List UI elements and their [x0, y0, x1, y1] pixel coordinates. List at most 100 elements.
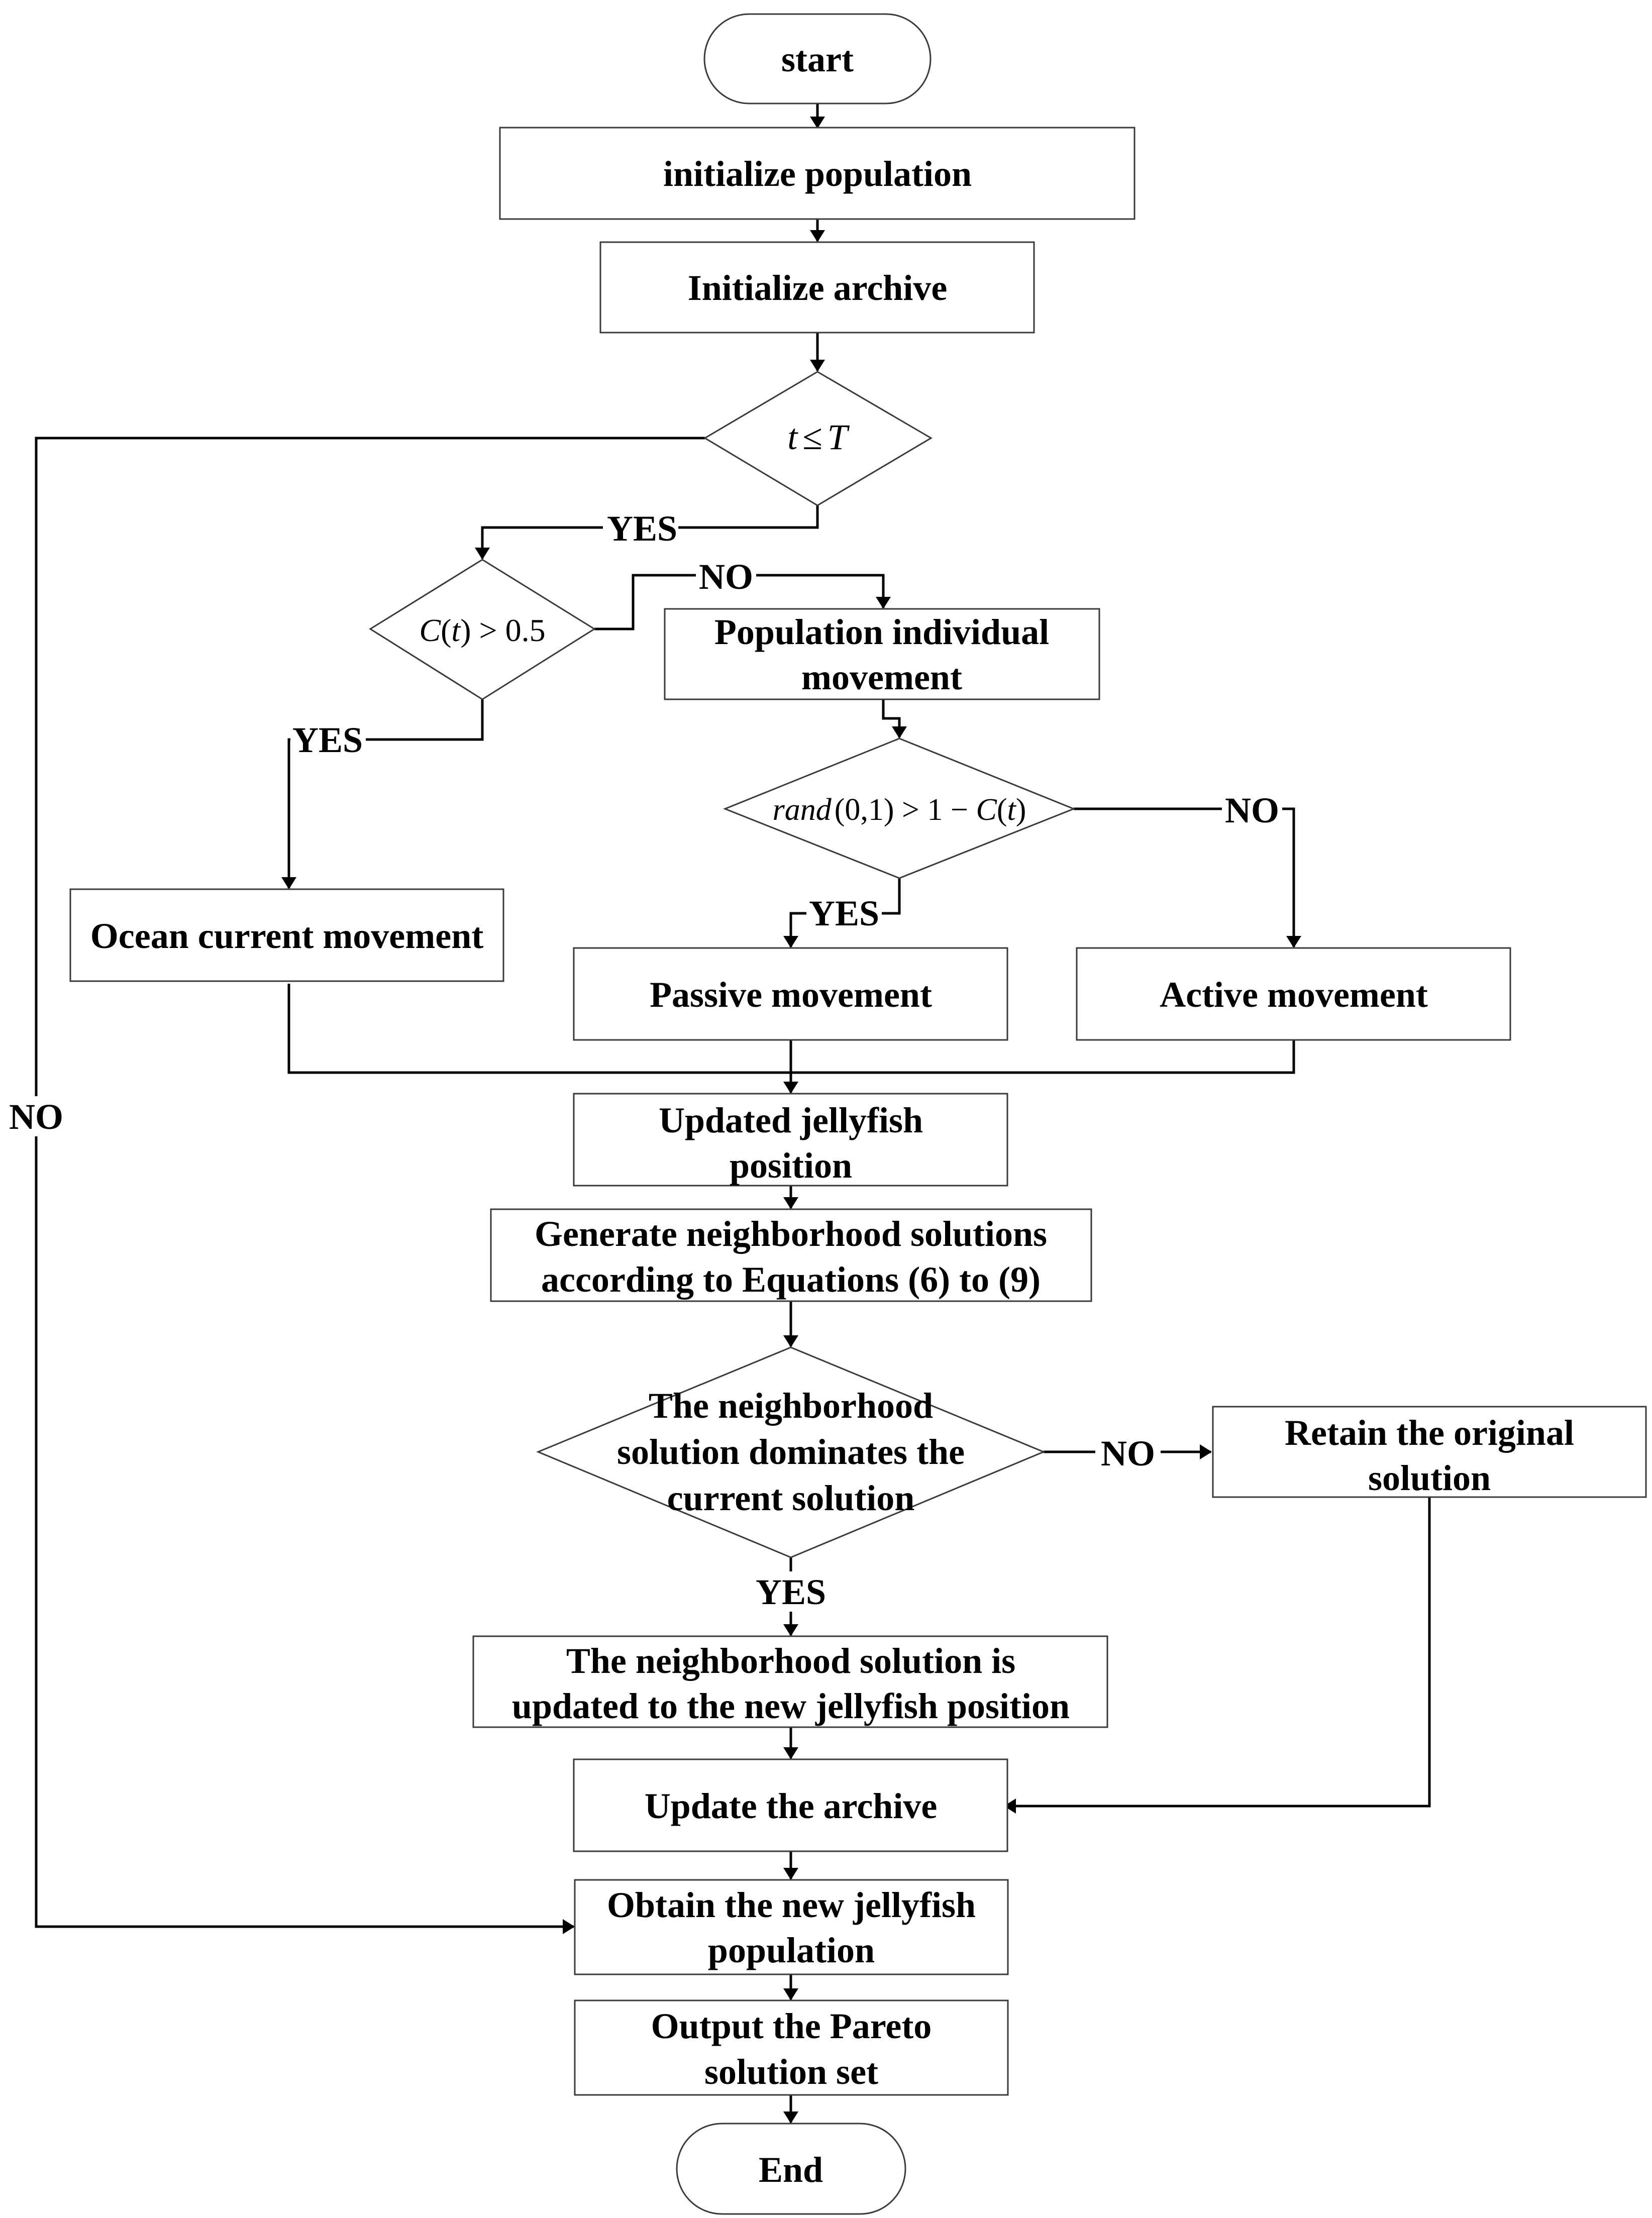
cond-ct-label: C(t) > 0.5 — [419, 612, 545, 648]
cond-ct-rest: > 0.5 — [471, 612, 546, 648]
arrowhead — [783, 1624, 798, 1636]
update-archive-label: Update the archive — [645, 1786, 938, 1826]
passive-box — [573, 947, 1008, 1041]
cond-t-le-T-label: t≤T — [787, 417, 850, 457]
edge-label-no-ct: NO — [699, 557, 753, 597]
edge-label-no-rand: NO — [1225, 790, 1279, 830]
output-pareto-line2: solution set — [704, 2052, 878, 2092]
pop-individual-line1: Population individual — [714, 612, 1049, 652]
arrowhead — [1004, 1799, 1016, 1814]
edge-cond-ct-no-to-pop-individual — [594, 574, 885, 630]
arrowhead — [783, 1868, 798, 1880]
cond-dominates-line3: current solution — [667, 1478, 915, 1518]
start-terminal — [703, 13, 932, 104]
arrowhead — [563, 1919, 575, 1934]
obtain-population-line1: Obtain the new jellyfish — [607, 1885, 976, 1925]
end-terminal — [676, 2123, 906, 2215]
arrowhead — [783, 1082, 798, 1094]
label-mask — [290, 719, 366, 760]
edge-label-no-t: NO — [9, 1097, 63, 1137]
cond-dominates-line1: The neighborhood — [649, 1386, 933, 1426]
output-pareto-box — [574, 1999, 1009, 2096]
edge-cond-rand-no-to-active — [1074, 807, 1295, 947]
label-mask — [806, 893, 882, 933]
label-mask — [1222, 790, 1282, 830]
ocean-current-box — [69, 888, 504, 982]
arrowhead — [783, 1335, 798, 1347]
pop-individual-box — [664, 608, 1100, 700]
cond-t-op: ≤ — [802, 417, 822, 457]
init-archive-label: Initialize archive — [688, 268, 948, 308]
label-mask — [1095, 1433, 1161, 1473]
label-mask — [6, 1096, 67, 1136]
output-pareto-line1: Output the Pareto — [651, 2006, 932, 2046]
generate-neighborhood-line1: Generate neighborhood solutions — [535, 1214, 1047, 1254]
arrowhead — [1200, 1444, 1212, 1459]
edge-cond-ct-yes-to-ocean — [287, 699, 484, 888]
cond-rand-diamond — [722, 737, 1076, 879]
label-mask — [752, 1571, 830, 1612]
nodes: start initialize population Initialize a… — [69, 13, 1647, 2215]
cond-ct-c: C — [419, 612, 441, 648]
arrowhead — [1286, 936, 1301, 948]
retain-original-line2: solution — [1368, 1458, 1491, 1498]
cond-t-le-T-diamond — [703, 371, 933, 506]
edge-label-no-dominates: NO — [1101, 1433, 1155, 1473]
neighborhood-updated-line2: updated to the new jellyfish position — [512, 1686, 1070, 1726]
cond-ct-lp: ( — [441, 612, 451, 648]
ocean-current-label: Ocean current movement — [90, 916, 483, 956]
neighborhood-updated-line1: The neighborhood solution is — [566, 1641, 1015, 1681]
active-label: Active movement — [1160, 975, 1428, 1015]
arrowhead — [810, 230, 825, 242]
active-box — [1076, 947, 1511, 1041]
arrowhead — [783, 1988, 798, 2000]
arrowhead — [876, 597, 891, 609]
updated-position-box — [573, 1093, 1008, 1187]
edge-labels: YES NO YES NO YES NO NO YES — [6, 507, 1282, 1612]
neighborhood-updated-box — [472, 1635, 1108, 1728]
obtain-population-line2: population — [708, 1930, 875, 1970]
init-population-label: initialize population — [663, 154, 972, 194]
edge-retain-to-update-archive — [1005, 1497, 1431, 1808]
cond-t-var: t — [787, 417, 798, 457]
end-label: End — [759, 2150, 823, 2190]
arrowhead — [783, 1197, 798, 1209]
cond-rand-fn: rand — [773, 793, 832, 827]
init-archive-box — [599, 241, 1035, 334]
generate-neighborhood-line2: according to Equations (6) to (9) — [541, 1259, 1041, 1300]
cond-rand-c: C — [976, 793, 997, 827]
retain-original-line1: Retain the original — [1285, 1413, 1574, 1453]
arrowhead — [892, 726, 907, 738]
edge-label-yes-rand: YES — [809, 893, 879, 933]
updated-position-line1: Updated jellyfish — [659, 1100, 923, 1140]
edge-cond-t-no-to-obtain — [35, 437, 705, 1928]
retain-original-box — [1212, 1406, 1647, 1498]
label-mask — [603, 507, 678, 548]
cond-rand-lp: ( — [997, 793, 1007, 827]
cond-T-var: T — [828, 417, 850, 457]
passive-label: Passive movement — [650, 975, 932, 1015]
cond-rand-rp: ) — [1016, 793, 1026, 827]
cond-ct-t: t — [451, 612, 461, 648]
arrowhead — [783, 2111, 798, 2124]
cond-dominates-diamond — [536, 1346, 1046, 1558]
cond-rand-t: t — [1007, 793, 1017, 827]
cond-ct-diamond — [369, 559, 596, 700]
arrowhead — [475, 548, 490, 560]
generate-neighborhood-box — [490, 1208, 1092, 1302]
edge-label-yes-t: YES — [607, 508, 677, 549]
pop-individual-line2: movement — [801, 657, 962, 697]
arrowheads — [281, 117, 1301, 2124]
label-mask — [696, 557, 756, 597]
arrowhead — [810, 360, 825, 372]
edge-label-yes-ct: YES — [292, 720, 363, 760]
cond-ct-rp: ) — [460, 612, 471, 648]
arrowhead — [783, 936, 798, 948]
arrowhead — [783, 1747, 798, 1759]
cond-rand-label: rand(0,1) > 1 − C(t) — [773, 793, 1026, 827]
arrowhead — [281, 877, 296, 889]
start-label: start — [781, 39, 854, 79]
init-population-box — [499, 127, 1135, 220]
edge-label-yes-dominates: YES — [756, 1572, 826, 1612]
